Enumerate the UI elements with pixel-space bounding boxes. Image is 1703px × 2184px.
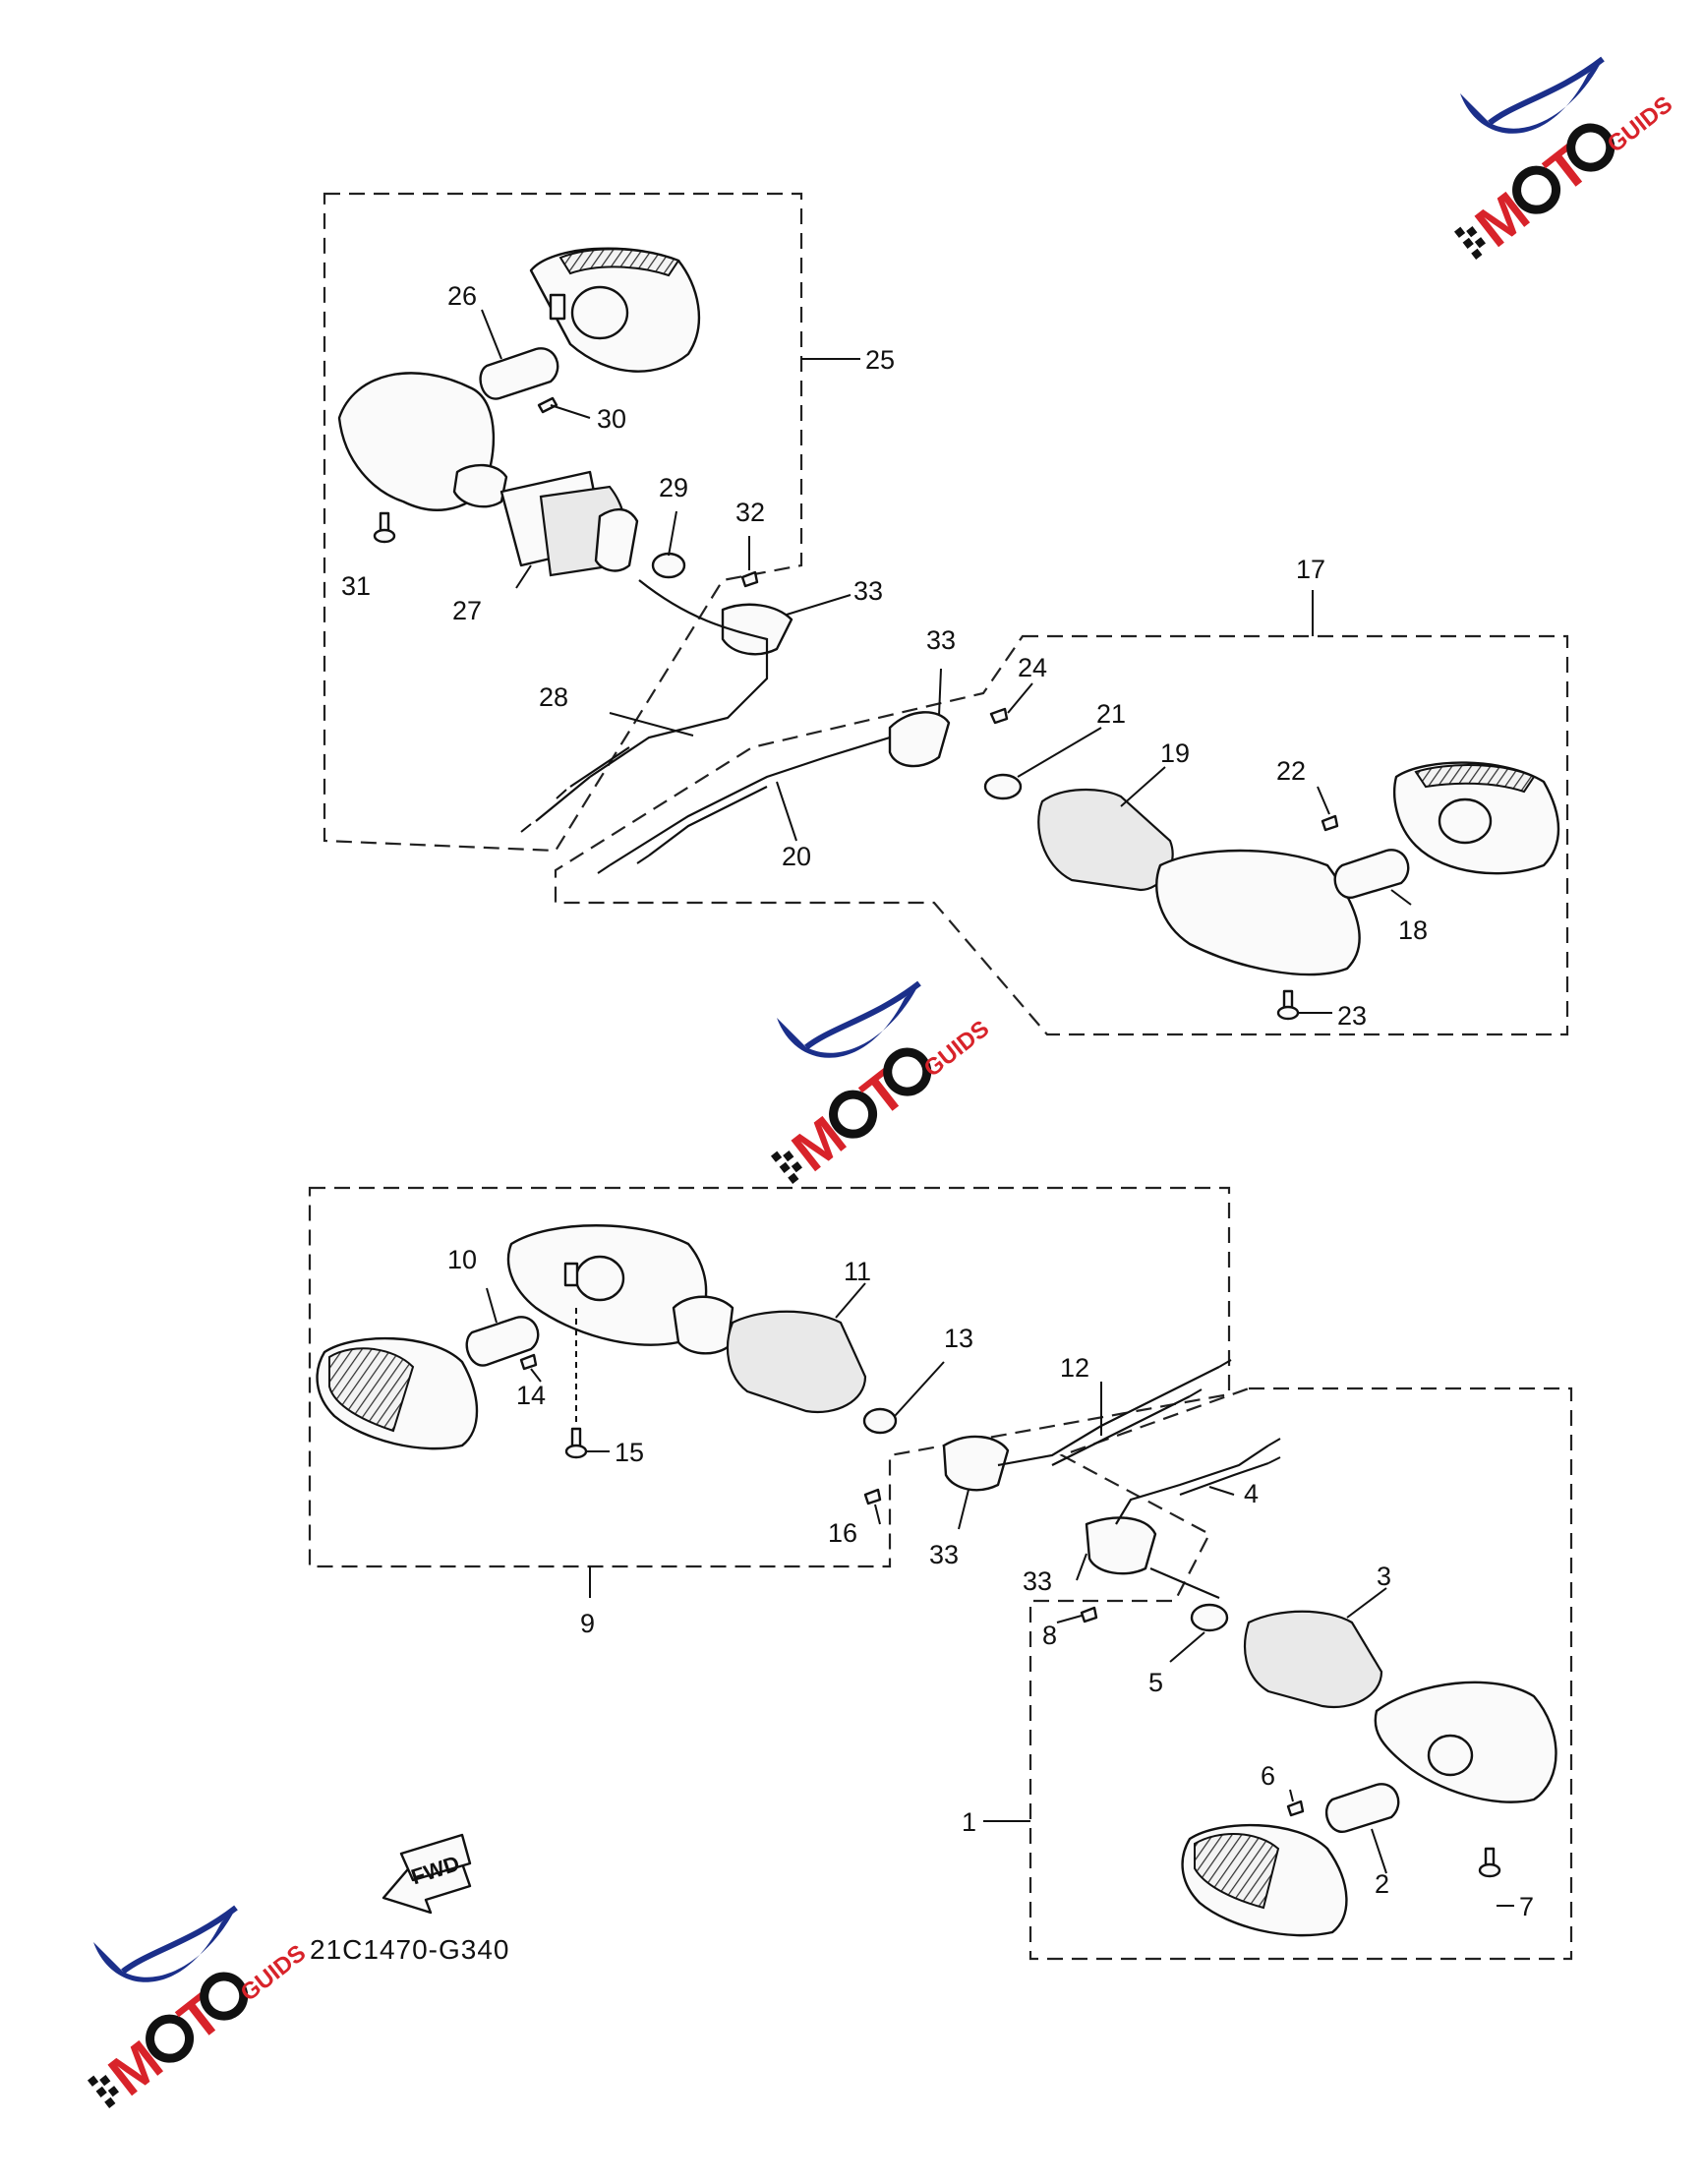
label-1: 1 (962, 1807, 976, 1837)
label-32: 32 (735, 498, 765, 527)
turn-signal-assembly-1 (1080, 1438, 1557, 1937)
label-2: 2 (1375, 1869, 1389, 1899)
fwd-arrow: FWD (382, 1833, 472, 1915)
part-number-labels: 1 2 3 4 5 6 7 8 9 10 11 12 13 14 15 16 1… (341, 281, 1534, 1921)
label-17: 17 (1296, 555, 1325, 584)
label-26: 26 (447, 281, 477, 311)
label-18: 18 (1398, 915, 1428, 945)
label-28: 28 (539, 682, 568, 712)
turn-signal-assembly-25 (337, 247, 793, 833)
label-5: 5 (1148, 1668, 1163, 1697)
label-30: 30 (597, 404, 626, 434)
label-10: 10 (447, 1245, 477, 1274)
label-33-b: 33 (926, 625, 956, 655)
label-23: 23 (1337, 1001, 1367, 1031)
label-31: 31 (341, 571, 371, 601)
label-13: 13 (944, 1324, 973, 1353)
moto-guids-logo-top-right (1447, 59, 1683, 272)
label-4: 4 (1244, 1479, 1259, 1508)
label-7: 7 (1519, 1892, 1534, 1921)
turn-signal-assembly-17 (597, 707, 1560, 1021)
moto-guids-logo-center (764, 983, 1000, 1197)
label-33-a: 33 (853, 576, 883, 606)
label-22: 22 (1276, 756, 1306, 786)
label-33-c: 33 (929, 1540, 959, 1569)
label-29: 29 (659, 473, 688, 502)
label-27: 27 (452, 596, 482, 625)
moto-guids-logo-bottom-left (81, 1908, 317, 2121)
label-11: 11 (844, 1257, 871, 1286)
group-outline-1 (1028, 1387, 1573, 1961)
turn-signal-assembly-9 (316, 1224, 1232, 1505)
label-24: 24 (1018, 653, 1047, 682)
diagram-code: 21C1470-G340 (310, 1934, 509, 1965)
label-9: 9 (580, 1609, 595, 1638)
group-outline-9 (308, 1186, 1231, 1568)
label-14: 14 (516, 1381, 546, 1410)
label-21: 21 (1096, 699, 1126, 729)
group-outline-25 (323, 192, 803, 853)
label-16: 16 (828, 1518, 857, 1548)
label-15: 15 (615, 1438, 644, 1467)
leader-lines (481, 309, 1514, 1907)
label-3: 3 (1377, 1562, 1391, 1591)
label-25: 25 (865, 345, 895, 375)
label-6: 6 (1261, 1761, 1275, 1791)
group-outline-17 (554, 634, 1569, 1036)
label-33-d: 33 (1023, 1566, 1052, 1596)
label-12: 12 (1060, 1353, 1089, 1383)
label-19: 19 (1160, 738, 1190, 768)
label-8: 8 (1042, 1621, 1057, 1650)
label-20: 20 (782, 842, 811, 871)
